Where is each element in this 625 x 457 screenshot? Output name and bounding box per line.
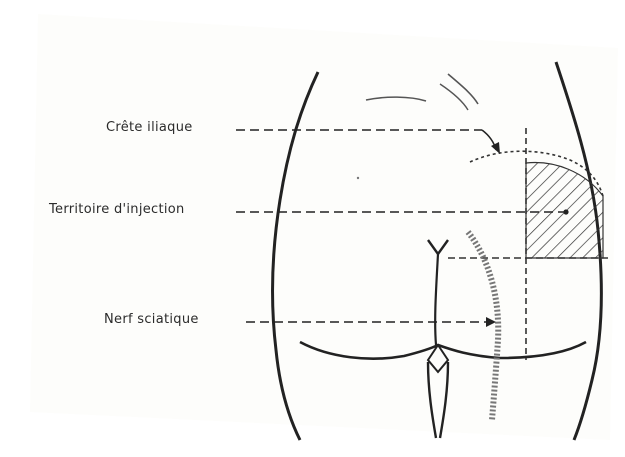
label-injection-zone: Territoire d'injection bbox=[49, 202, 185, 217]
label-sciatic-nerve: Nerf sciatique bbox=[104, 312, 199, 327]
scan-speck bbox=[357, 177, 359, 179]
pointer-injection-dot bbox=[563, 209, 568, 214]
label-iliac-crest: Crête iliaque bbox=[106, 120, 193, 135]
